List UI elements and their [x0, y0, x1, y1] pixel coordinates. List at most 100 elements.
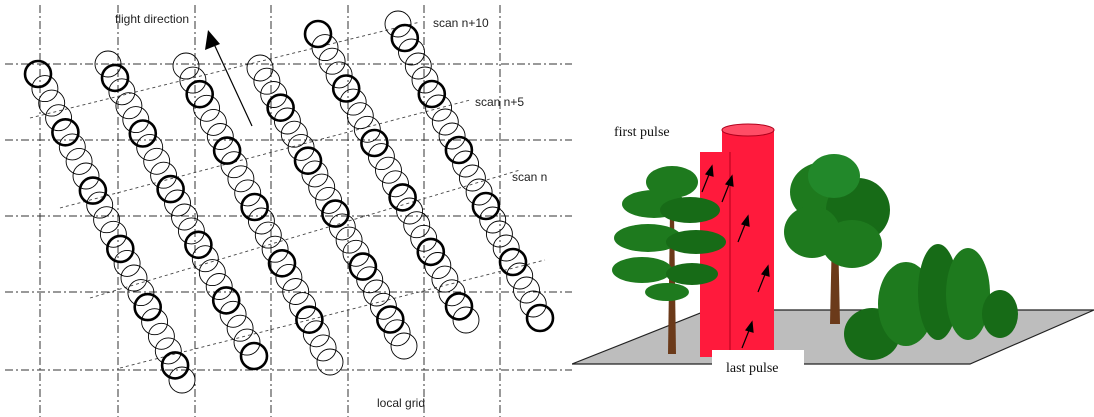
footprint-circle-highlight [267, 248, 297, 278]
deciduous-tree [784, 154, 890, 324]
footprint-circle-highlight [160, 351, 190, 380]
return-arrows [701, 164, 770, 349]
footprint-circle [45, 104, 73, 132]
footprint-circle [396, 197, 424, 225]
footprint-circle [164, 189, 191, 217]
footprint-circle-highlight [416, 237, 446, 267]
footprint-circle-highlight [375, 305, 405, 334]
footprint-circle-highlight [331, 74, 361, 103]
footprint-circle [384, 10, 412, 38]
footprint-circle-highlight [321, 199, 350, 228]
footprint-circle [309, 334, 337, 362]
footprint-circle [519, 290, 547, 318]
footprint-circle [199, 108, 227, 136]
footprint-circle [479, 206, 507, 234]
footprint-circle [398, 38, 425, 66]
footprint-circle [403, 211, 431, 239]
footprint-circle [311, 34, 339, 62]
scan-pattern-diagram: flight direction scan n+10 scan n+5 scan… [5, 5, 572, 417]
footprint-circle [363, 279, 391, 307]
footprint-circle [302, 320, 330, 348]
local-grid-label: local grid [377, 396, 425, 410]
scan-n5-label: scan n+5 [475, 95, 524, 109]
footprint-circle [382, 170, 409, 198]
footprint-circle [404, 52, 432, 80]
footprint-circle [172, 52, 200, 80]
footprint-circle-highlight [128, 119, 158, 148]
footprint-circle [191, 245, 219, 273]
footprint-circle [122, 106, 150, 134]
footprint-circle [150, 161, 178, 189]
footprint-circle [431, 265, 459, 293]
flight-direction-arrow [205, 30, 253, 127]
footprint-circle-highlight [184, 230, 213, 260]
footprint-circle [31, 75, 59, 103]
footprint-circle-highlight [185, 79, 214, 109]
footprint-circle [275, 263, 303, 291]
footprint-circle [353, 115, 381, 143]
footprint-circle [205, 273, 233, 300]
footprint-circle-highlight [106, 234, 135, 264]
footprint-circle [280, 120, 308, 148]
footprint-circle [99, 220, 127, 248]
footprint-circle-highlight [360, 128, 389, 158]
footprint-circle [154, 337, 182, 365]
footprint-circle [342, 239, 370, 267]
footprint-circle-highlight [293, 146, 323, 175]
footprint-circle [226, 314, 254, 342]
footprint-circle [127, 279, 155, 307]
footprint-circle [177, 217, 205, 245]
footprint-circle [94, 50, 122, 78]
footprint-circle-highlight [471, 191, 501, 221]
footprint-circle-highlight [240, 192, 269, 222]
footprint-circle [136, 133, 164, 161]
footprint-circle [438, 122, 466, 150]
footprint-circle [425, 94, 453, 122]
footprint-circle [356, 266, 384, 294]
footprint-circle [485, 220, 513, 248]
footprint-circle [72, 162, 100, 190]
footprint-circle [108, 78, 136, 106]
footprint-circle [369, 292, 397, 320]
footprint-circle [219, 300, 247, 328]
footprint-circle [411, 66, 439, 94]
footprint-circle [335, 226, 363, 254]
footprint-circle [261, 235, 289, 263]
footprint-circle [246, 54, 274, 82]
footprint-circle-highlight [100, 63, 130, 93]
footprint-circle [431, 108, 459, 136]
footprint-circle [289, 292, 317, 320]
footprint-circle [465, 178, 493, 206]
footprint-circle-highlight [444, 135, 474, 165]
footprint-circle [234, 179, 262, 207]
shrubs [844, 244, 1018, 360]
footprint-circle-highlight [266, 93, 295, 122]
footprint-circle [452, 150, 480, 178]
footprint-circle [198, 259, 226, 287]
flight-direction-label: flight direction [115, 12, 189, 26]
footprint-circle [513, 276, 540, 304]
footprint-circle [301, 160, 329, 188]
footprint-circle-highlight [295, 305, 324, 335]
footprint-circle-highlight [390, 23, 420, 53]
footprint-circle [113, 249, 141, 277]
footprint-circle [93, 206, 121, 234]
laser-beam [700, 123, 775, 357]
footprint-circle [58, 133, 86, 161]
footprint-circle [282, 278, 310, 305]
footprint-circle [325, 61, 353, 89]
footprint-circle-highlight [498, 247, 528, 277]
footprint-circle [254, 221, 282, 249]
footprint-circle [367, 143, 395, 171]
scan-n-label: scan n [512, 170, 547, 184]
footprint-circle [206, 123, 234, 150]
footprint-circle [438, 279, 466, 307]
footprint-circle [253, 67, 281, 95]
footprint-circle-highlight [133, 292, 162, 322]
footprint-circle-highlight [444, 292, 474, 321]
footprint-circle [260, 81, 288, 108]
first-pulse-label: first pulse [614, 125, 670, 140]
footprint-circle-highlight [525, 303, 555, 333]
footprint-circle [147, 322, 175, 350]
footprint-circle [233, 328, 261, 356]
